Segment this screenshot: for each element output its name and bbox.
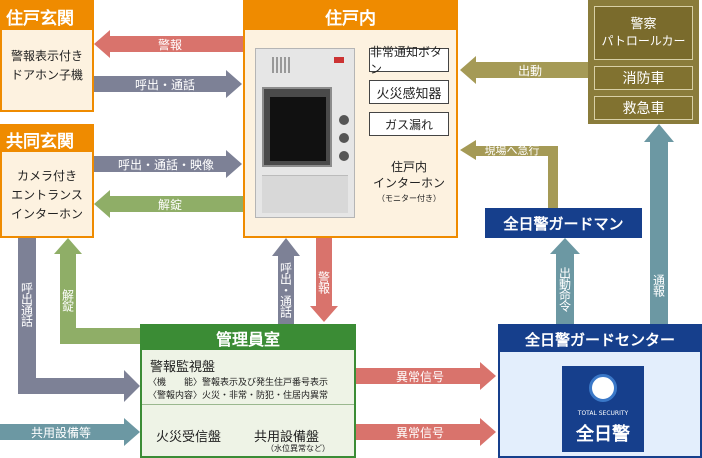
arrow-shutsudo-meirei	[550, 238, 580, 324]
arrow-keiho-mid	[310, 238, 338, 322]
label-yobidashi-top: 呼出・通話	[134, 77, 195, 92]
police-line1: 警察	[630, 17, 657, 32]
police-box: 警察 パトロールカー 消防車 救急車	[588, 0, 699, 124]
kyodo-genkan-title: 共同玄関	[2, 126, 92, 152]
jukonai-label-line2: インターホン	[372, 176, 445, 190]
label-ijo1: 異常信号	[395, 369, 444, 384]
label-kaijo: 解錠	[157, 197, 182, 212]
ambulance-cell: 救急車	[594, 96, 693, 120]
brand-badge-icon	[334, 57, 344, 63]
kyodo-genkan-line3: インターホン	[10, 206, 83, 221]
arrow-yobidashi-eizo	[94, 150, 242, 178]
logo-circle-icon	[589, 374, 617, 402]
logo-big-text: 全日警	[576, 424, 630, 445]
kyodo-genkan-box: 共同玄関 カメラ付き エントランス インターホン	[0, 124, 94, 238]
gas-more: ガス漏れ	[369, 112, 449, 136]
label-kyoyo: 共用設備等	[30, 425, 91, 440]
jutaku-genkan-title: 住戸玄関	[2, 2, 92, 30]
arrow-kyoyo	[0, 418, 140, 446]
monitor-glass	[270, 97, 326, 161]
kanri-title: 管理員室	[142, 326, 354, 350]
fire-truck-cell: 消防車	[594, 66, 693, 90]
common-panel: 共用設備盤	[254, 430, 320, 445]
kanri-divider	[142, 404, 354, 405]
arrow-genba	[460, 140, 558, 208]
label-yobidashi-left: 呼出通話	[19, 282, 34, 326]
jukonai-title: 住戸内	[245, 2, 456, 30]
jutaku-genkan-text: 警報表示付き ドアホン子機	[2, 38, 92, 94]
kasai-kanchiki: 火災感知器	[369, 80, 449, 104]
monitor-screen	[262, 87, 332, 167]
label-yobidashi-eizo: 呼出・通話・映像	[117, 157, 214, 172]
police-line2: パトロールカー	[601, 34, 686, 48]
label-shutsudo-meirei: 出動命令	[557, 267, 572, 311]
kyodo-genkan-text: カメラ付き エントランス インターホン	[2, 156, 92, 234]
kyodo-genkan-line2: エントランス	[11, 187, 83, 202]
jukonai-label-sub: （モニター付き）	[377, 194, 441, 203]
arrow-kaijo	[94, 190, 243, 218]
center-title: 全日警ガードセンター	[500, 326, 700, 352]
intercom-image	[255, 48, 355, 218]
label-keiho-top: 警報	[157, 37, 182, 52]
arrow-kaijo-left	[54, 238, 140, 344]
monitor-panel-line2: 〈警報内容〉火災・非常・防犯・住居内異常	[148, 391, 329, 401]
arrow-shutsudo	[460, 56, 588, 84]
jutaku-genkan-box: 住戸玄関 警報表示付き ドアホン子機	[0, 0, 94, 112]
arrow-keiho-top	[94, 30, 243, 58]
label-genba: 現場へ急行	[484, 144, 540, 157]
label-kaijo-left: 解錠	[60, 289, 75, 311]
kyodo-genkan-line1: カメラ付き	[16, 168, 77, 183]
fire-panel: 火災受信盤	[156, 430, 222, 445]
arrow-yobidashi-mid	[272, 238, 300, 324]
center-box: 全日警ガードセンター TOTAL SECURITY 全日警	[498, 324, 702, 458]
arrow-tsuho	[644, 124, 674, 324]
control-buttons-icon	[339, 115, 351, 171]
guardman-box: 全日警ガードマン	[485, 208, 642, 238]
jutaku-genkan-line2: ドアホン子機	[10, 68, 83, 82]
arrow-ijo2	[356, 418, 496, 446]
jukonai-label-line1: 住戸内	[390, 160, 427, 174]
police-cell: 警察 パトロールカー	[594, 6, 693, 60]
arrow-ijo1	[356, 362, 496, 390]
arrow-yobidashi-left	[18, 238, 140, 402]
monitor-panel-line1: 〈機 能〉警報表示及び発生住戸番号表示	[148, 378, 329, 388]
label-ijo2: 異常信号	[395, 425, 444, 440]
jutaku-genkan-line1: 警報表示付き	[10, 49, 83, 63]
label-keiho-mid: 警報	[316, 271, 331, 293]
jukonai-intercom-label: 住戸内 インターホン （モニター付き）	[361, 154, 457, 212]
logo-small-text: TOTAL SECURITY	[577, 410, 629, 417]
label-yobidashi-mid: 呼出・通話	[278, 261, 293, 317]
zennikkei-logo: TOTAL SECURITY 全日警	[562, 366, 644, 452]
bottom-panel-icon	[262, 175, 348, 213]
arrow-yobidashi-top	[94, 70, 242, 98]
label-shutsudo: 出動	[517, 63, 542, 78]
hijo-tsuchi-button: 非常通知ボタン	[369, 45, 449, 76]
speaker-grille-icon	[272, 57, 292, 73]
common-panel-sub: （水位異常など）	[266, 444, 330, 453]
label-tsuho: 通報	[651, 274, 666, 296]
monitor-panel-title: 警報監視盤	[150, 360, 216, 375]
kanri-box: 管理員室 警報監視盤 〈機 能〉警報表示及び発生住戸番号表示 〈警報内容〉火災・…	[140, 324, 356, 458]
jukonai-box: 住戸内 非常通知ボタン 火災感知器 ガス漏れ 住戸内 インターホン （モニター付…	[243, 0, 458, 238]
